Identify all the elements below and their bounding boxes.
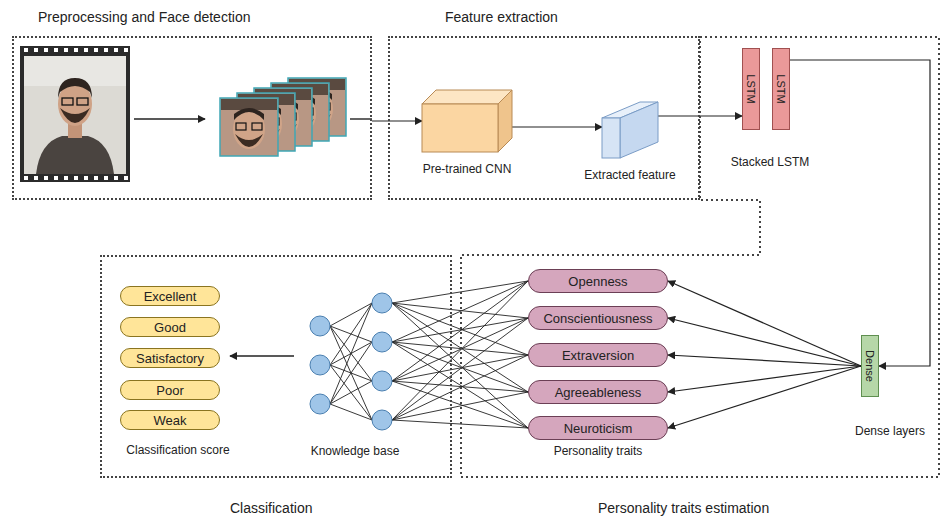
trait-pill: Neuroticism: [528, 416, 668, 440]
network-neurons: [310, 293, 392, 430]
pill-label: Neuroticism: [564, 421, 633, 436]
trait-pill: Openness: [528, 269, 668, 293]
layer-label: LSTM: [775, 74, 787, 103]
lstm-box: LSTM: [742, 48, 760, 130]
pill-label: Weak: [154, 413, 187, 428]
section-box: Preprocessing and Face detection: [12, 36, 372, 200]
dense-box: Dense: [861, 335, 879, 397]
pill-label: Agreeableness: [555, 385, 642, 400]
block-label: Pre-trained CNN: [423, 162, 512, 176]
class-pill: Satisfactory: [120, 348, 220, 368]
cube-shape: [422, 90, 512, 152]
connector-arrow: [372, 120, 422, 121]
class-pill: Excellent: [120, 286, 220, 306]
layer-label: Dense: [864, 350, 876, 382]
section-heading: Classification: [230, 500, 312, 516]
class-pill: Poor: [120, 380, 220, 400]
flow-line: [350, 118, 372, 119]
cnn-block: Pre-trained CNN: [422, 90, 512, 152]
pill-label: Good: [154, 320, 186, 335]
connector-arrow: [668, 355, 861, 366]
section-heading: Personality traits estimation: [598, 500, 769, 516]
caption-label: Dense layers: [855, 424, 925, 438]
pill-label: Poor: [156, 383, 183, 398]
pill-label: Openness: [568, 274, 627, 289]
flow-arrow: [230, 355, 294, 356]
trait-pill: Conscientiousness: [528, 306, 668, 330]
connector-arrow: [668, 318, 861, 366]
class-pill: Weak: [120, 410, 220, 430]
trait-pill: Extraversion: [528, 343, 668, 367]
connector-arrow: [668, 366, 861, 392]
face-frames: [220, 78, 346, 156]
region-outline: [460, 36, 940, 478]
section-region: Personality traits estimationLSTMLSTMDen…: [460, 36, 940, 478]
trait-pill: Agreeableness: [528, 380, 668, 404]
lstm-box: LSTM: [772, 48, 790, 130]
pill-label: Excellent: [144, 289, 197, 304]
caption-label: Classification score: [126, 443, 229, 457]
connector-arrow: [668, 366, 861, 428]
feature-block: Extracted feature: [602, 102, 658, 158]
pill-label: Extraversion: [562, 348, 634, 363]
section-heading: Feature extraction: [445, 9, 558, 25]
block-label: Extracted feature: [584, 168, 675, 182]
caption-label: Personality traits: [554, 444, 643, 458]
flow-arrow: [134, 118, 205, 119]
connector-arrow: [790, 60, 930, 366]
section-heading: Preprocessing and Face detection: [38, 9, 250, 25]
connector-arrow: [668, 281, 861, 366]
caption-label: Stacked LSTM: [731, 155, 810, 169]
section-box: Feature extractionPre-trained CNNExtract…: [388, 36, 700, 200]
network-links: [330, 281, 528, 428]
video-frame: [20, 46, 130, 182]
caption-label: Knowledge base: [311, 444, 400, 458]
cuboid-shape: [602, 102, 658, 158]
connector-arrow: [512, 126, 602, 127]
pill-label: Satisfactory: [136, 351, 204, 366]
pill-label: Conscientiousness: [543, 311, 652, 326]
class-pill: Good: [120, 317, 220, 337]
layer-label: LSTM: [745, 74, 757, 103]
